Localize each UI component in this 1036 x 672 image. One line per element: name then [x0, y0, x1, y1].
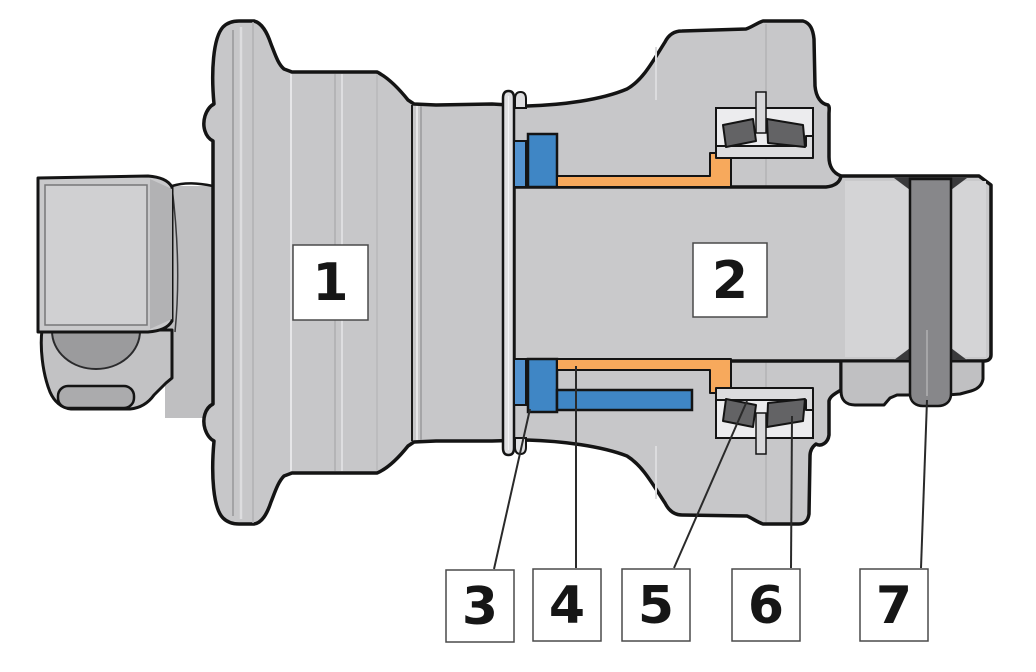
callout-label-2: 2: [712, 251, 748, 311]
bearing-roller: [722, 398, 757, 428]
leader-line-5: [673, 400, 748, 569]
callout-label-7: 7: [876, 576, 912, 636]
callout-boxes: 1 2 3 4 5 6 7: [292, 242, 929, 643]
callout-label-6: 6: [748, 576, 784, 636]
leader-lines: [493, 366, 928, 570]
axle-neck-edge: [171, 186, 179, 333]
seal-block-bottom: [526, 357, 559, 414]
callout-box-7: [859, 568, 929, 642]
axle-bore-shadow: [50, 330, 142, 370]
axle-neck: [165, 186, 220, 418]
seal-ring-bottom-outer: [513, 358, 527, 406]
bearing-top-group: [715, 91, 814, 159]
callout-label-5: 5: [638, 576, 674, 636]
retaining-pin: [908, 177, 953, 408]
axle-top-edge: [171, 182, 214, 188]
bearing-cage-bottom: [755, 412, 767, 455]
bearing-cage-top: [755, 91, 767, 134]
leader-line-3: [493, 408, 531, 570]
bushing-bottom: [556, 358, 732, 394]
bearing-roller: [766, 118, 806, 148]
seal-group: [513, 132, 559, 414]
seal-block-top: [526, 132, 559, 189]
bearing-cone-bottom: [715, 387, 814, 411]
chamfer-wedge: [894, 178, 910, 190]
callout-box-6: [731, 568, 801, 642]
callout-box-3: [445, 569, 515, 643]
sleeve-bushing-bottom: [555, 388, 694, 412]
leader-line-7: [920, 399, 928, 569]
axle-flat-side-face: [150, 179, 172, 329]
axle-end-group: [36, 174, 220, 418]
axle-flat-face: [44, 184, 148, 326]
callout-label-1: 1: [312, 253, 348, 313]
chamfer-wedge: [951, 178, 967, 190]
chamfer-wedge: [951, 348, 967, 360]
leader-line-6: [790, 415, 793, 569]
callout-label-4: 4: [549, 576, 585, 636]
callout-label-3: 3: [462, 577, 498, 637]
callout-box-2: [692, 242, 768, 318]
bearing-roller: [722, 118, 757, 148]
collar-tab-top: [514, 90, 527, 109]
callout-box-4: [532, 568, 602, 642]
callout-box-1: [292, 244, 369, 321]
axle-slot: [56, 384, 136, 410]
bearing-cone-top: [715, 135, 814, 159]
callout-box-5: [621, 568, 691, 642]
shaft-group: [512, 174, 993, 408]
bearing-bottom-group: [715, 387, 814, 455]
seal-ring-top-outer: [513, 140, 527, 188]
chamfer-wedge: [894, 348, 910, 360]
